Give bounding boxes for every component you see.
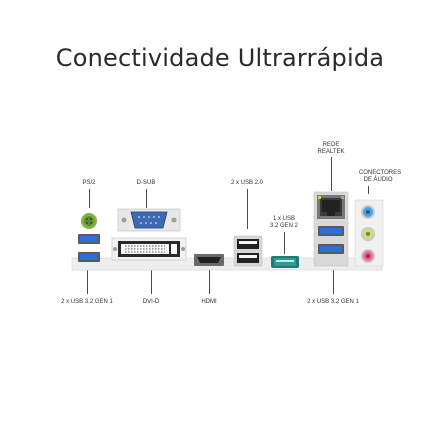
hdmi-port-icon [194,254,224,266]
audio-label-line1: CONECTORES [358,170,402,176]
ps2-label: PS/2 [82,180,96,186]
dsub-leader [146,189,147,208]
audio-label-line2: DE ÁUDIO [363,177,393,183]
rede-leader [331,157,332,191]
usb32gen2-label-line1: 1 x USB [272,216,296,222]
hdmi-leader [209,270,210,294]
page-title: Conectividade Ultrarrápida [55,44,385,72]
usb32gen1-left-ports-icon [78,234,100,262]
ps2-port-icon [81,213,97,229]
hdmi-label: HDMI [201,299,217,305]
ps2-leader [89,189,90,208]
usb32gen1-right-label: 2 x USB 3.2 GEN 1 [307,299,359,305]
dvid-leader [151,270,152,294]
usb32gen2-label-line2: 3.2 GEN 2 [269,223,299,229]
rede-label-line1: REDE [322,142,340,148]
lan-usb-stack-icon [313,191,349,267]
audio-jacks-icon [354,199,384,267]
usb20-leader [247,189,248,229]
audio-leader [368,186,369,194]
dsub-label: D-SUB [136,180,156,186]
dvid-label: DVI-D [142,299,160,305]
dvid-port-icon [111,237,187,261]
rede-label-line2: REALTEK [317,149,345,155]
usb32gen2-port-icon [271,256,299,268]
usb32gen1-right-leader [333,270,334,294]
usb32gen2-leader [284,232,285,254]
dsub-port-icon [117,208,181,232]
usb20-ports-icon [233,235,263,267]
usb32gen1-left-leader [87,270,88,294]
usb32gen1-left-label: 2 x USB 3.2 GEN 1 [61,299,113,305]
usb20-label: 2 x USB 2.0 [230,180,264,186]
